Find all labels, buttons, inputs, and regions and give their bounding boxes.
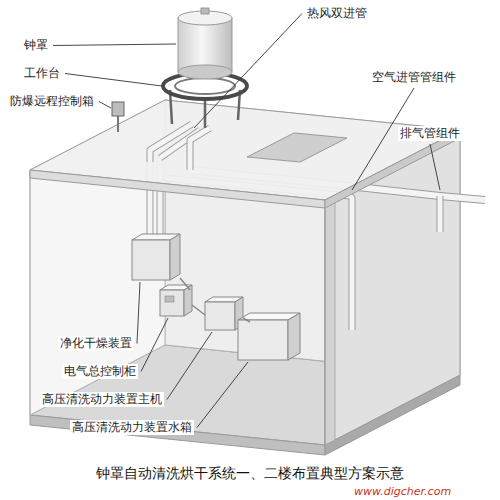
- drying-unit-label: 净化干燥装置: [58, 336, 134, 351]
- leader-line: [194, 14, 302, 129]
- air-pipe-label: 空气进管管组件: [370, 70, 458, 85]
- hot-air-pipe-label: 热风双进管: [305, 6, 369, 21]
- leader-line: [197, 362, 248, 428]
- control-box-label: 防爆远程控制箱: [8, 94, 96, 109]
- workbench-label: 工作台: [22, 66, 62, 81]
- water-tank-label: 高压清洗动力装置水箱: [70, 420, 194, 435]
- leader-line: [99, 102, 111, 109]
- leader-line: [137, 282, 140, 344]
- exhaust-pipe-label: 排气管组件: [398, 126, 462, 141]
- caption: 钟罩自动清洗烘干系统一、二楼布置典型方案示意: [0, 464, 500, 482]
- leader-line: [167, 332, 212, 400]
- leader-line: [53, 44, 176, 46]
- watermark: www.digcher.com: [352, 484, 453, 499]
- bell-jar-label: 钟罩: [22, 38, 50, 53]
- leader-line: [65, 74, 162, 87]
- leader-line: [430, 144, 440, 190]
- cabinet-label: 电气总控制柜: [62, 364, 138, 379]
- pump-main-label: 高压清洗动力装置主机: [40, 392, 164, 407]
- leader-line: [141, 318, 168, 372]
